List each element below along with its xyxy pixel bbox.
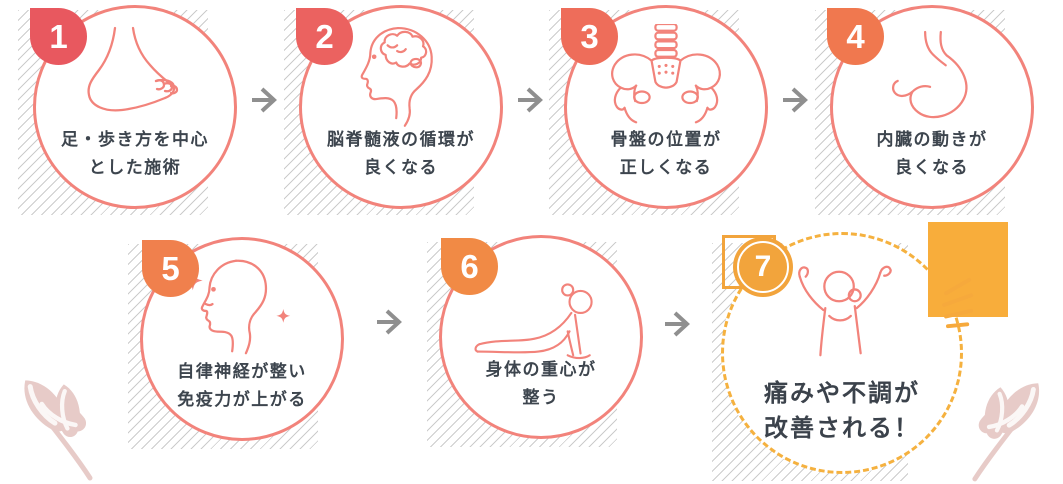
pelvis-icon (611, 24, 721, 124)
step-2-line1: 脳脊髄液の循環が (327, 130, 475, 149)
step-3-line1: 骨盤の位置が (610, 130, 722, 149)
step-2-line2: 良くなる (364, 158, 438, 178)
step-1-number-badge: 1 (30, 8, 87, 65)
head-brain-icon (360, 26, 433, 127)
step-3: 骨盤の位置が 正しくなる 3 (549, 5, 784, 228)
step-1-label: 足・歩き方を中心 とした施術 (36, 126, 234, 182)
step-4-line1: 内臓の動きが (876, 130, 988, 149)
step-1-line2: とした施術 (88, 158, 182, 178)
step-5-number-badge: 5 (142, 240, 199, 297)
leaf-branch-icon (24, 380, 93, 481)
step-4-label: 内臓の動きが 良くなる (833, 126, 1031, 182)
step-5-label: 自律神経が整い 免疫力が上がる (143, 358, 341, 414)
step-3-label: 骨盤の位置が 正しくなる (567, 126, 765, 182)
step-7: 痛みや不調が 改善される！ 7 (712, 222, 1017, 484)
foot-icon (87, 26, 179, 112)
step-5-line2: 免疫力が上がる (177, 390, 307, 410)
step-4-number-badge: 4 (827, 8, 884, 65)
arrow-right-icon (518, 87, 543, 113)
step-6-line2: 整う (522, 388, 560, 408)
step-7-number-badge: 7 (733, 237, 793, 297)
step-3-number-badge: 3 (561, 8, 618, 65)
step-2: 脳脊髄液の循環が 良くなる 2 (284, 5, 519, 228)
arrow-right-icon (783, 87, 808, 113)
step-6-number-badge: 6 (441, 238, 498, 295)
stomach-icon (891, 30, 968, 119)
step-7-label: 痛みや不調が 改善される！ (724, 377, 960, 447)
step-4: 内臓の動きが 良くなる 4 (815, 5, 1050, 228)
step-3-line2: 正しくなる (619, 158, 713, 178)
step-7-line1: 痛みや不調が (764, 380, 920, 407)
step-7-line2: 改善される！ (764, 414, 920, 442)
step-1-line1: 足・歩き方を中心 (61, 130, 209, 149)
leaf-branch-icon (972, 383, 1040, 482)
arrow-right-icon (377, 309, 402, 335)
step-1: 足・歩き方を中心 とした施術 1 (18, 5, 253, 228)
arrow-right-icon (252, 87, 277, 113)
face-sparkles-icon (183, 259, 291, 355)
step-2-label: 脳脊髄液の循環が 良くなる (302, 126, 500, 182)
step-4-line2: 良くなる (895, 158, 969, 178)
accent-square (928, 222, 1008, 317)
step-5-line1: 自律神経が整い (177, 362, 307, 381)
cheering-person-icon (798, 265, 892, 357)
step-6-line1: 身体の重心が (485, 360, 597, 379)
emphasis-burst-icon (942, 277, 974, 329)
step-5: 自律神経が整い 免疫力が上がる 5 (128, 237, 363, 462)
step-2-number-badge: 2 (296, 8, 353, 65)
yoga-pose-icon (474, 283, 593, 360)
step-6-label: 身体の重心が 整う (442, 356, 640, 412)
step-6: 身体の重心が 整う 6 (427, 235, 662, 460)
arrow-right-icon (665, 311, 690, 337)
step-7-circle: 痛みや不調が 改善される！ (721, 232, 963, 474)
